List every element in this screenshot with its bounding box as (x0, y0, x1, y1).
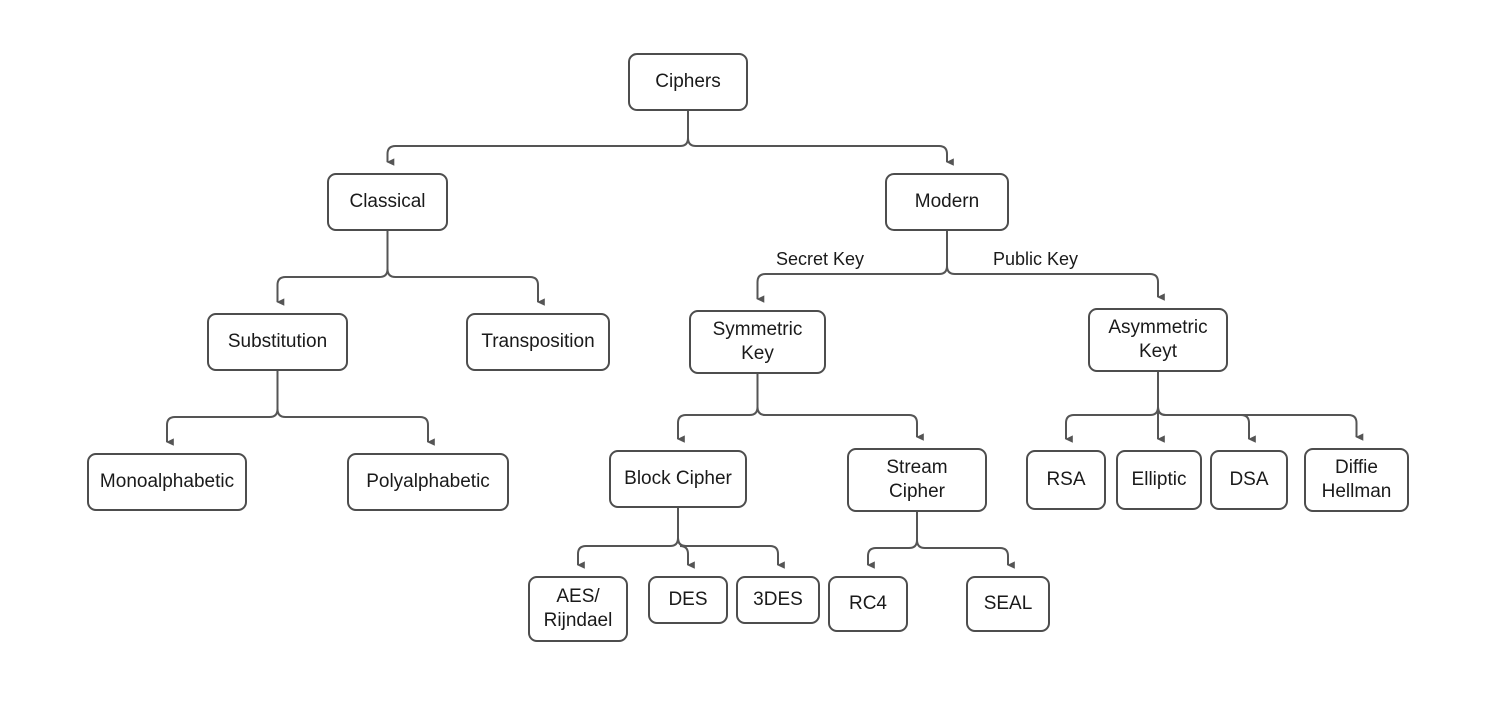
edge-block-3des (677, 508, 785, 569)
edge-classical-transposition (386, 231, 545, 306)
edge-stream-seal (916, 512, 1015, 569)
edge-asymmetric-diffie (1157, 372, 1364, 441)
node-dsa[interactable]: DSA (1210, 450, 1288, 510)
node-asymmetric-key[interactable]: Asymmetric Keyt (1088, 308, 1228, 372)
node-diffie-hellman[interactable]: Diffie Hellman (1304, 448, 1409, 512)
edge-classical-substitution (276, 231, 389, 306)
edge-asymmetric-dsa (1157, 372, 1256, 443)
node-ciphers[interactable]: Ciphers (628, 53, 748, 111)
edge-asymmetric-rsa (1064, 372, 1159, 443)
edge-substitution-monoalphabetic (165, 371, 279, 446)
node-rc4[interactable]: RC4 (828, 576, 908, 632)
edge-block-aes (576, 508, 679, 569)
node-elliptic[interactable]: Elliptic (1116, 450, 1202, 510)
edge-symmetric-stream (756, 374, 924, 441)
edge-ciphers-modern (687, 111, 954, 166)
node-block-cipher[interactable]: Block Cipher (609, 450, 747, 508)
edge-symmetric-block (676, 374, 759, 443)
node-substitution[interactable]: Substitution (207, 313, 348, 371)
node-polyalphabetic[interactable]: Polyalphabetic (347, 453, 509, 511)
node-transposition[interactable]: Transposition (466, 313, 610, 371)
node-seal[interactable]: SEAL (966, 576, 1050, 632)
node-rsa[interactable]: RSA (1026, 450, 1106, 510)
edge-block-des (677, 508, 695, 569)
secret-key-label: Secret Key (776, 249, 865, 270)
node-symmetric-key[interactable]: Symmetric Key (689, 310, 826, 374)
node-des[interactable]: DES (648, 576, 728, 624)
public-key-label: Public Key (993, 249, 1079, 270)
node-aes-rijndael[interactable]: AES/ Rijndael (528, 576, 628, 642)
edge-substitution-polyalphabetic (276, 371, 435, 446)
node-modern[interactable]: Modern (885, 173, 1009, 231)
node-classical[interactable]: Classical (327, 173, 448, 231)
node-stream-cipher[interactable]: Stream Cipher (847, 448, 987, 512)
edge-ciphers-classical (386, 111, 689, 166)
edge-stream-rc4 (866, 512, 918, 569)
node-3des[interactable]: 3DES (736, 576, 820, 624)
node-monoalphabetic[interactable]: Monoalphabetic (87, 453, 247, 511)
